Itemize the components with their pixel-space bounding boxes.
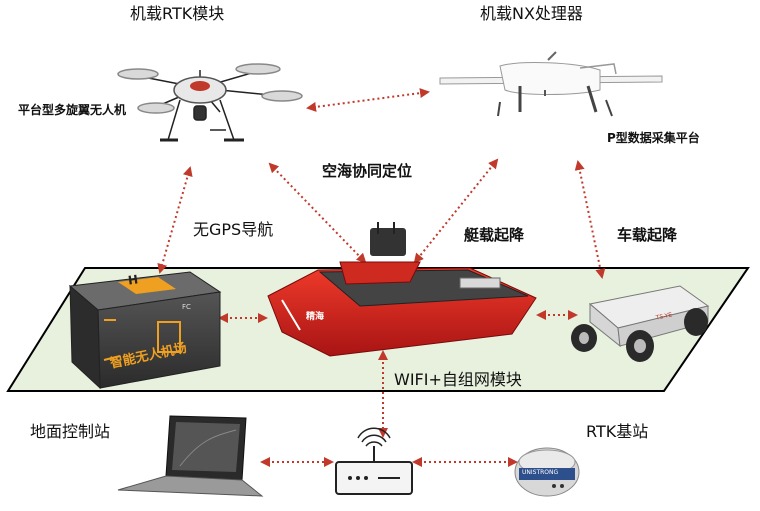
label-boat-landing: 艇载起降 [464, 226, 525, 244]
rtk-base-brand: UNISTRONG [522, 469, 559, 476]
label-plane-type: P型数据采集平台 [607, 131, 700, 145]
label-rtk-base: RTK基站 [586, 422, 649, 441]
vtol-plane [439, 51, 663, 117]
hangar-badge: FC [182, 303, 191, 311]
arrow-drone-hangar [157, 166, 193, 274]
label-ground-station: 地面控制站 [30, 422, 111, 441]
arrow-drone-plane [306, 88, 430, 112]
arrow-plane-boat [413, 158, 499, 264]
link-arrows [157, 88, 606, 467]
unmanned-boat [267, 222, 537, 357]
rtk-base-receiver [514, 447, 580, 497]
arrow-plane-vehicle [574, 160, 606, 279]
label-vehicle-landing: 车载起降 [617, 226, 678, 244]
label-coop-positioning: 空海协同定位 [322, 162, 413, 180]
laptop [117, 415, 264, 497]
label-wifi-module: WIFI+自组网模块 [394, 370, 522, 389]
label-plane-nx: 机载NX处理器 [480, 4, 583, 23]
boat-brand: 精海 [306, 312, 325, 322]
label-drone-type: 平台型多旋翼无人机 [18, 103, 127, 117]
drone-hangar [68, 271, 222, 390]
hangar-logo: H [127, 272, 139, 288]
label-drone-rtk: 机载RTK模块 [130, 4, 225, 23]
multirotor-drone [117, 63, 303, 142]
ground-vehicle [571, 285, 710, 362]
router [335, 427, 413, 495]
label-no-gps-nav: 无GPS导航 [193, 220, 274, 239]
